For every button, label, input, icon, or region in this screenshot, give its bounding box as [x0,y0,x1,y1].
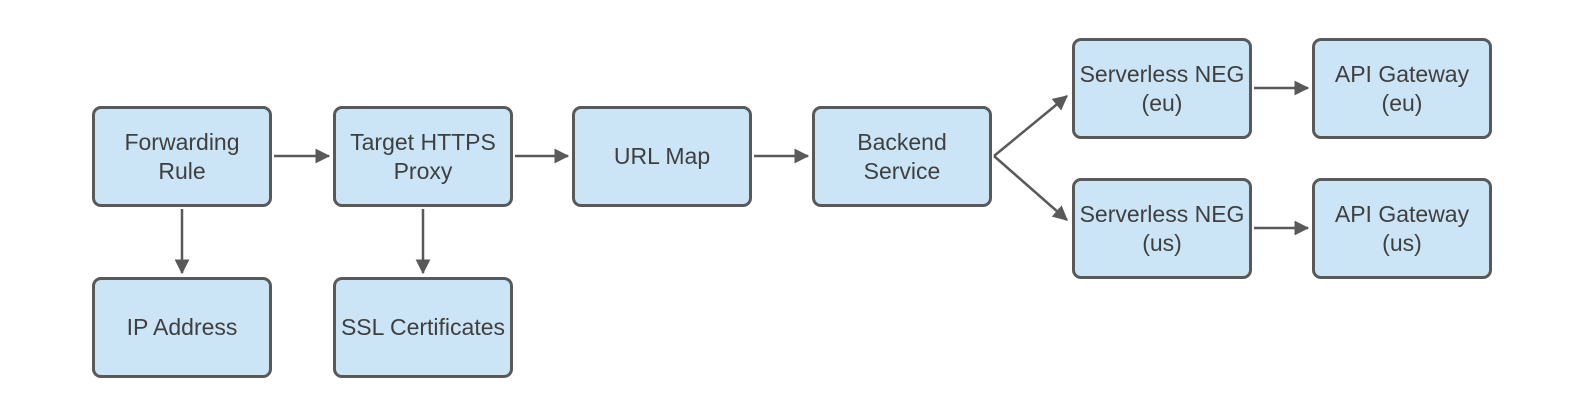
edge-backend-service-to-serverless-neg-us [993,155,1068,221]
node-ssl-certificates-label: SSL Certificates [340,314,506,341]
node-backend-service: Backend Service [812,106,992,207]
node-api-gateway-us-label: API Gateway (us) [1334,201,1470,256]
node-serverless-neg-eu-label: Serverless NEG (eu) [1079,61,1245,116]
node-api-gateway-us: API Gateway (us) [1312,178,1492,279]
edge-backend-service-to-serverless-neg-eu [993,95,1068,157]
node-ssl-certificates: SSL Certificates [333,277,513,378]
node-ip-address: IP Address [92,277,272,378]
node-url-map-label: URL Map [613,143,711,170]
node-serverless-neg-us-label: Serverless NEG (us) [1079,201,1245,256]
node-forwarding-rule-label: Forwarding Rule [124,129,240,184]
node-api-gateway-eu: API Gateway (eu) [1312,38,1492,139]
node-target-https-proxy: Target HTTPS Proxy [333,106,513,207]
node-url-map: URL Map [572,106,752,207]
node-target-https-proxy-label: Target HTTPS Proxy [350,129,496,184]
node-ip-address-label: IP Address [126,314,238,341]
node-forwarding-rule: Forwarding Rule [92,106,272,207]
node-api-gateway-eu-label: API Gateway (eu) [1334,61,1470,116]
node-serverless-neg-eu: Serverless NEG (eu) [1072,38,1252,139]
node-backend-service-label: Backend Service [857,129,947,184]
node-serverless-neg-us: Serverless NEG (us) [1072,178,1252,279]
